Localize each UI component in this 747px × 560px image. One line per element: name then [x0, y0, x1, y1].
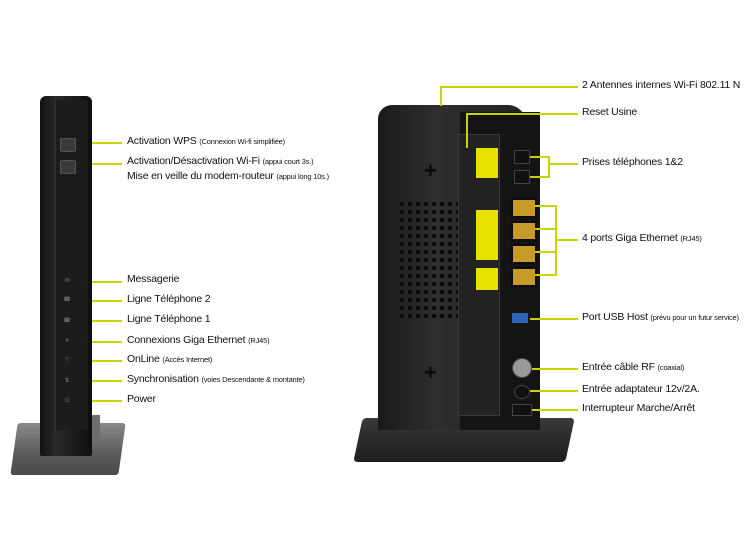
callout-line-phones: [548, 163, 578, 165]
callout-line-adapter: [530, 390, 578, 392]
phone-port-2[interactable]: [514, 170, 530, 184]
callout-line-eth2: [535, 228, 555, 230]
callout-line-coax: [532, 368, 578, 370]
callout-line-wifi: [92, 163, 122, 165]
usb-port[interactable]: [512, 313, 528, 323]
callout-line-phone2-port: [530, 176, 548, 178]
callout-line-eth1: [535, 205, 555, 207]
phone2-icon: ☎: [63, 297, 71, 303]
callout-vline-antennas: [440, 86, 442, 106]
label-usb: Port USB Host (prévu pour un futur servi…: [582, 311, 739, 323]
label-online: OnLine (Accès Internet): [127, 353, 213, 365]
callout-line-usb: [530, 318, 578, 320]
vent-grill: [398, 200, 460, 318]
yellow-label-2: [476, 210, 498, 260]
mount-hole-top: +: [424, 158, 437, 183]
callout-vline-reset: [466, 113, 468, 148]
label-antennas: 2 Antennes internes Wi-Fi 802.11 N: [582, 79, 741, 91]
callout-line-phone1-port: [530, 156, 548, 158]
wifi-button[interactable]: [60, 160, 76, 174]
ethernet-port-2[interactable]: [511, 221, 537, 241]
callout-line-power: [92, 400, 122, 402]
callout-line-eth3: [535, 251, 555, 253]
front-router-face: [55, 100, 88, 430]
power-jack[interactable]: [514, 385, 530, 399]
sync-icon: ⇅: [64, 378, 70, 384]
yellow-label-1: [476, 148, 498, 178]
label-ethernet-ports: 4 ports Giga Ethernet (RJ45): [582, 232, 702, 244]
callout-line-switch: [532, 409, 578, 411]
label-coax: Entrée câble RF (coaxial): [582, 361, 685, 373]
label-wifi: Activation/Désactivation Wi-Fi (appui co…: [127, 155, 314, 167]
online-icon: ⊤: [64, 358, 70, 364]
callout-line-sync: [92, 380, 122, 382]
mount-hole-bottom: +: [424, 360, 437, 385]
power-icon: ⏻: [64, 398, 70, 404]
callout-line-eth: [555, 239, 578, 241]
label-messagerie: Messagerie: [127, 273, 180, 285]
callout-vline-phones: [548, 156, 550, 178]
ethernet-port-3[interactable]: [511, 244, 537, 264]
callout-line-antennas: [440, 86, 578, 88]
label-phone2: Ligne Téléphone 2: [127, 293, 211, 305]
callout-line-reset: [466, 113, 578, 115]
callout-line-mail: [92, 281, 122, 283]
mail-icon: ✉: [64, 278, 70, 284]
callout-line-phone2: [92, 300, 122, 302]
label-adapter: Entrée adaptateur 12v/2A.: [582, 383, 700, 395]
ethernet-port-4[interactable]: [511, 267, 537, 287]
coax-port[interactable]: [512, 358, 532, 378]
label-reset: Reset Usine: [582, 106, 637, 118]
label-wps: Activation WPS (Connexion Wi-fi simplifi…: [127, 135, 285, 147]
callout-line-wps: [92, 142, 122, 144]
callout-line-online: [92, 360, 122, 362]
ethernet-port-1[interactable]: [511, 198, 537, 218]
callout-line-eth4: [535, 274, 555, 276]
label-phone-ports: Prises téléphones 1&2: [582, 156, 683, 168]
label-standby: Mise en veille du modem-routeur (appui l…: [127, 170, 329, 182]
yellow-label-3: [476, 268, 498, 290]
label-power: Power: [127, 393, 156, 405]
ethernet-icon: ✕: [64, 338, 70, 344]
callout-line-ethernet: [92, 341, 122, 343]
callout-line-phone1: [92, 320, 122, 322]
label-switch: Interrupteur Marche/Arrêt: [582, 402, 695, 414]
label-sync: Synchronisation (voies Descendante & mon…: [127, 373, 305, 385]
wps-button[interactable]: [60, 138, 76, 152]
phone-port-1[interactable]: [514, 150, 530, 164]
label-ethernet: Connexions Giga Ethernet (RJ45): [127, 334, 270, 346]
power-switch[interactable]: [512, 404, 532, 416]
label-phone1: Ligne Téléphone 1: [127, 313, 211, 325]
phone1-icon: ☎: [63, 318, 71, 324]
